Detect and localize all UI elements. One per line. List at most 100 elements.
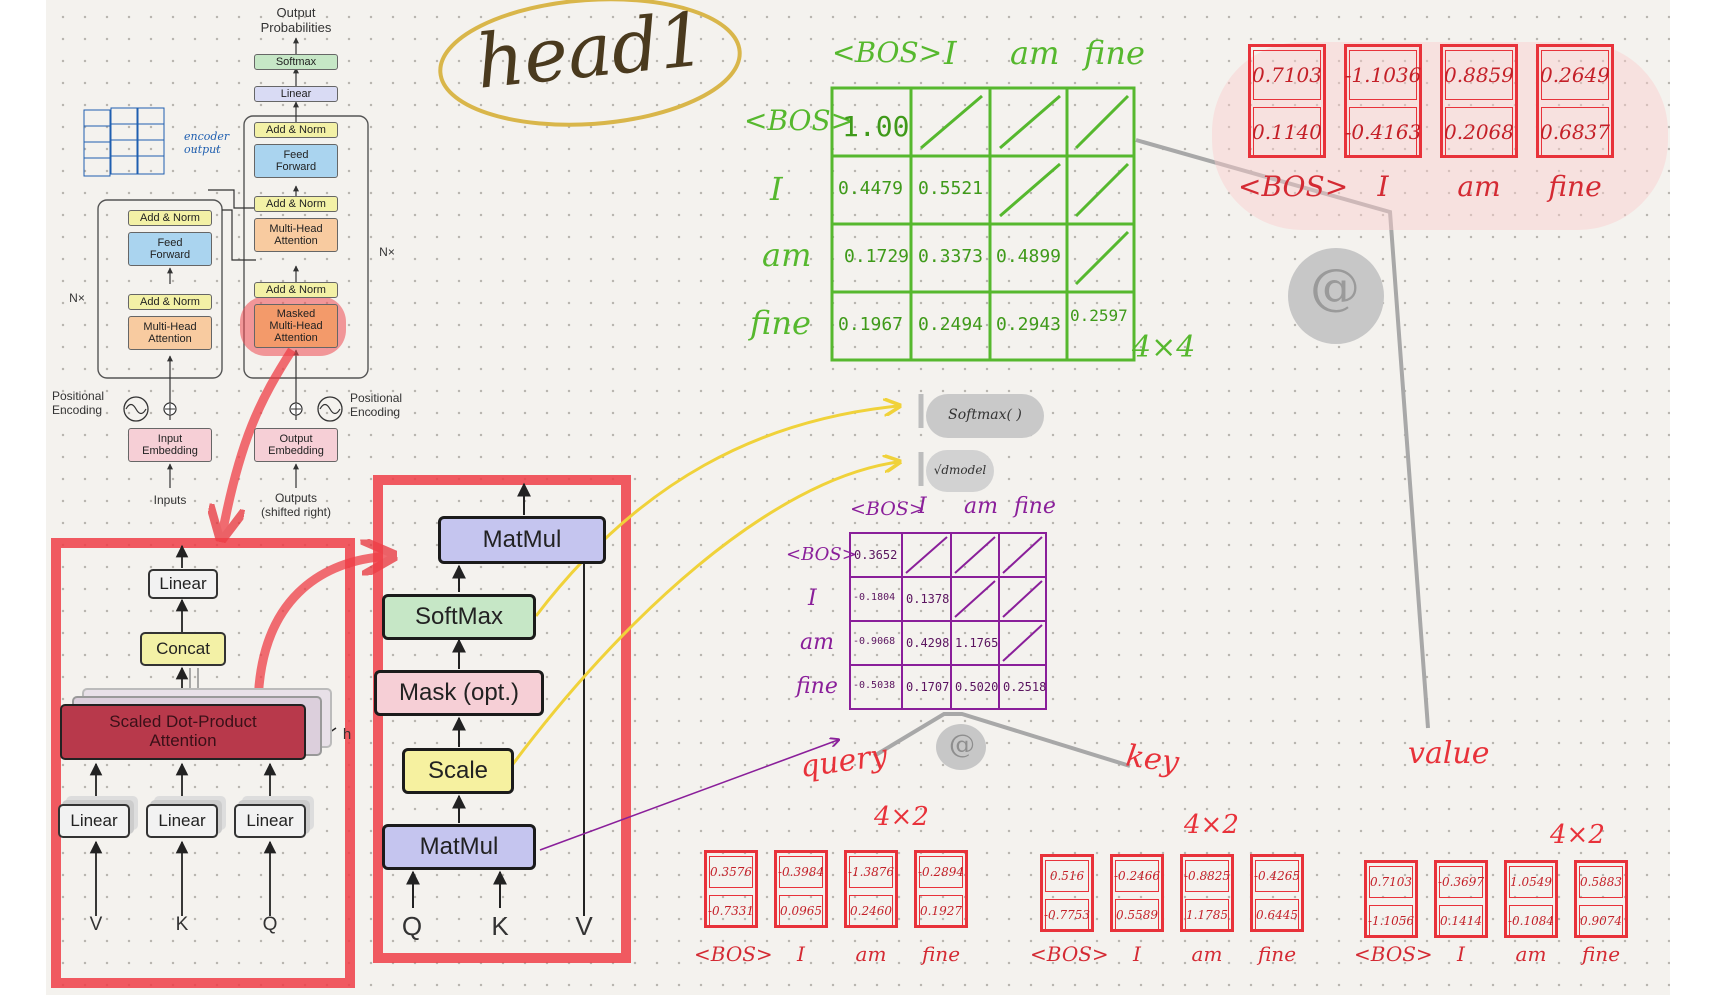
key-vector-3: -0.4265 0.6445 <box>1250 854 1304 932</box>
attn-cell-r3-c2: 0.2943 <box>996 314 1062 335</box>
sdpa-matmul-top: MatMul <box>438 516 606 564</box>
at-symbol-large: @ <box>1310 258 1360 316</box>
sqrt-pill: √dmodel <box>926 450 994 492</box>
query-value: 0.3576 <box>709 856 753 888</box>
encoder-feed-forward: Feed Forward <box>128 232 212 266</box>
output-embedding-box: Output Embedding <box>254 428 338 462</box>
head1-circle <box>438 0 742 127</box>
decoder-addnorm-1: Add & Norm <box>254 282 338 298</box>
attn-col-header-fine: fine <box>1084 34 1145 72</box>
value-vector-2: 1.0549-0.1084 <box>1504 860 1558 938</box>
mha-input-v: V <box>89 914 103 935</box>
key-vector-0: 0.516 -0.7753 <box>1040 854 1094 932</box>
attn-cell-r3-c0: 0.1967 <box>838 314 904 335</box>
decoder-multihead-attention: Multi-Head Attention <box>254 218 338 252</box>
inputs-label: Inputs <box>153 493 187 507</box>
output-value: 0.2068 <box>1444 107 1514 157</box>
query-value: -0.7331 <box>708 895 754 927</box>
query-token-label: <BOS> <box>694 942 773 966</box>
key-value: 0.516 <box>1045 860 1089 892</box>
attn-col-header-i: I <box>944 34 957 72</box>
at-symbol-small: @ <box>949 730 975 760</box>
sdpa-softmax: SoftMax <box>382 594 536 640</box>
query-value: 0.2460 <box>849 895 893 927</box>
decoder-container <box>243 115 369 379</box>
score-col-header-bos: <BOS> <box>850 498 925 520</box>
mha-sdpa-box: Scaled Dot-Product Attention <box>60 704 306 760</box>
input-embedding-box: Input Embedding <box>128 428 212 462</box>
encoder-output-note: encoder output <box>184 130 230 156</box>
attention-weights-grid <box>830 86 1136 362</box>
query-value: -0.3984 <box>778 856 824 888</box>
mha-h-label: h <box>342 726 352 743</box>
sdpa-scale: Scale <box>402 748 514 794</box>
transformer-linear-box: Linear <box>254 86 338 102</box>
attn-row-header-fine: fine <box>750 304 811 342</box>
key-value: 0.6445 <box>1255 899 1299 931</box>
score-cell-r2-c1: 0.4298 <box>906 636 950 650</box>
score-cell-r1-c0: -0.1804 <box>853 592 896 603</box>
mha-linear-v: Linear <box>58 804 130 838</box>
query-token-label: fine <box>921 942 961 966</box>
output-vector-1: -1.1036-0.4163 <box>1344 44 1422 158</box>
score-cell-r2-c0: -0.9068 <box>853 636 896 647</box>
output-value: 0.7103 <box>1252 50 1322 100</box>
sdpa-input-k: K <box>491 911 509 941</box>
key-token-label: fine <box>1257 942 1297 966</box>
encoder-addnorm-1: Add & Norm <box>128 294 212 310</box>
score-col-header-fine: fine <box>1014 494 1056 519</box>
score-row-header-bos: <BOS> <box>786 544 857 565</box>
sdpa-input-q: Q <box>401 911 423 941</box>
output-vector-0: 0.7103 0.1140 <box>1248 44 1326 158</box>
attn-row-header-bos: <BOS> <box>744 104 855 137</box>
score-row-header-i: I <box>808 586 817 611</box>
output-token-label: am <box>1457 170 1501 203</box>
key-value: -0.7753 <box>1044 899 1090 931</box>
key-label: key <box>1123 738 1182 781</box>
at-blob-small <box>936 724 986 770</box>
value-value: -0.3697 <box>1438 866 1484 898</box>
attn-cell-r1-c0: 0.4479 <box>838 178 904 199</box>
value-token-label: I <box>1457 942 1465 966</box>
output-value: -1.1036 <box>1345 50 1421 100</box>
value-vector-0: 0.7103-1.1056 <box>1364 860 1418 938</box>
key-shape-label: 4×2 <box>1184 810 1239 840</box>
encoder-positional-label: Positional Encoding <box>52 389 105 417</box>
outputs-label: Outputs (shifted right) <box>260 491 332 519</box>
sdpa-matmul-bottom: MatMul <box>382 824 536 870</box>
score-cell-r0-c0: 0.3652 <box>854 548 898 562</box>
mha-input-q: Q <box>262 914 278 935</box>
attn-cell-r2-c0: 0.1729 <box>844 246 910 267</box>
output-value: 0.2649 <box>1540 50 1610 100</box>
mha-frame <box>51 538 355 988</box>
value-value: 1.0549 <box>1509 866 1553 898</box>
score-col-header-am: am <box>964 494 998 519</box>
query-vector-0: 0.3576 -0.7331 <box>704 850 758 928</box>
attn-cell-r3-c1: 0.2494 <box>918 314 984 335</box>
decoder-feed-forward: Feed Forward <box>254 144 338 178</box>
value-vector-1: -0.3697 0.1414 <box>1434 860 1488 938</box>
at-blob-large <box>1288 248 1384 344</box>
value-shape-label: 4×2 <box>1550 820 1605 850</box>
output-token-label: <BOS> <box>1238 170 1349 203</box>
value-value: 0.1414 <box>1439 905 1483 937</box>
score-cell-r1-c1: 0.1378 <box>906 592 950 606</box>
score-row-header-am: am <box>800 630 834 655</box>
decoder-addnorm-3: Add & Norm <box>254 122 338 138</box>
output-value: 0.1140 <box>1252 107 1322 157</box>
value-value: 0.7103 <box>1369 866 1413 898</box>
query-value: -0.2894 <box>918 856 964 888</box>
output-value: 0.8859 <box>1444 50 1514 100</box>
key-value: -0.4265 <box>1254 860 1300 892</box>
transformer-softmax-box: Softmax <box>254 54 338 70</box>
encoder-container <box>97 199 223 379</box>
decoder-positional-label: Positional Encoding <box>350 391 403 419</box>
query-value: -1.3876 <box>848 856 894 888</box>
attn-cell-r2-c1: 0.3373 <box>918 246 984 267</box>
attn-shape-label: 4×4 <box>1132 330 1196 365</box>
attn-cell-r1-c1: 0.5521 <box>918 178 984 199</box>
